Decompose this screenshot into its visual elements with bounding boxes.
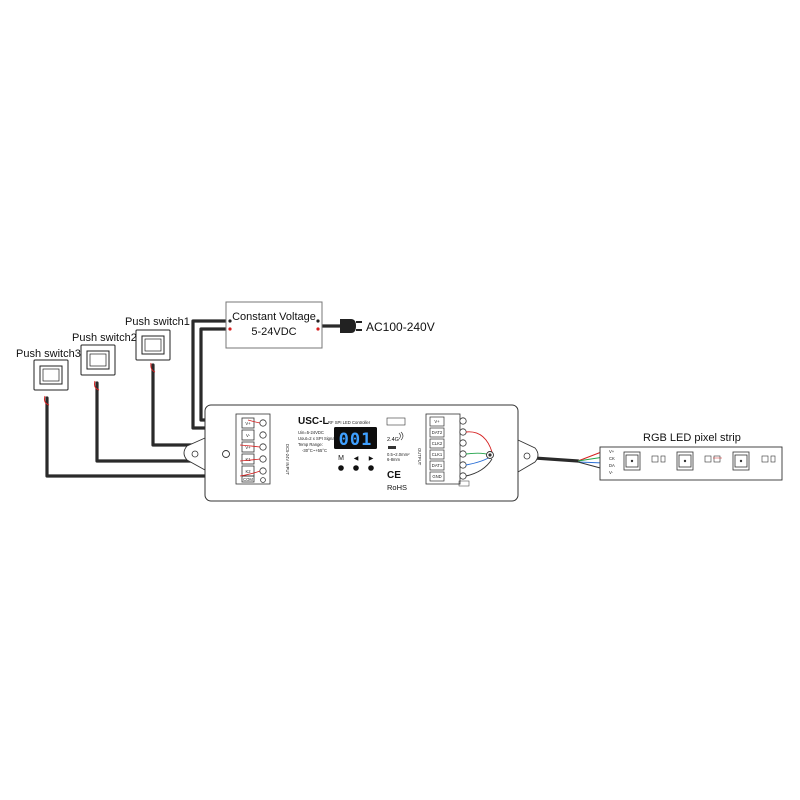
strip-pin-1: V+ bbox=[609, 449, 615, 454]
right-terminal-4: CLK1 bbox=[432, 452, 443, 457]
rf-label: 2.4G bbox=[387, 437, 399, 443]
switch3-wire bbox=[45, 396, 242, 478]
spec-line-2: Uout=2 x SPI Signal bbox=[298, 436, 336, 441]
right-terminal-3: CLK2 bbox=[432, 441, 443, 446]
push-switch-2: Push switch2 bbox=[72, 332, 137, 376]
wireless-icon bbox=[398, 431, 404, 441]
ce-mark: CE bbox=[387, 470, 401, 481]
push-switch-1: Push switch1 bbox=[125, 316, 190, 361]
left-terminal-6: COM bbox=[243, 477, 253, 482]
push-switch-2-label: Push switch2 bbox=[72, 332, 137, 344]
left-terminal-3: V+ bbox=[245, 445, 251, 450]
strip-pin-4: V- bbox=[609, 470, 614, 475]
push-switch-3-label: Push switch3 bbox=[16, 348, 81, 360]
spec-line-3: Temp Range: bbox=[298, 442, 323, 447]
left-terminal-5: K2 bbox=[245, 469, 251, 474]
led-strip: V+ CK DA V- bbox=[599, 446, 783, 481]
power-supply: Constant Voltage 5-24VDC bbox=[225, 301, 323, 349]
ac-label: AC100-240V bbox=[366, 320, 435, 334]
button-left-label: ◀ bbox=[354, 456, 359, 462]
push-switch-1-label: Push switch1 bbox=[125, 316, 190, 328]
push-switch-3: Push switch3 bbox=[16, 348, 81, 391]
right-terminal-6: GND bbox=[432, 474, 441, 479]
controller-subtitle: RF SPI LED Controller bbox=[328, 420, 371, 425]
led-display bbox=[334, 427, 377, 449]
display-digits: 001 bbox=[339, 430, 373, 450]
left-side-label: DC5-24V INPUT bbox=[285, 444, 290, 475]
power-supply-line1: Constant Voltage bbox=[232, 311, 316, 323]
right-terminal-1: V+ bbox=[434, 419, 440, 424]
power-supply-line2: 5-24VDC bbox=[251, 326, 296, 338]
strip-label: RGB LED pixel strip bbox=[643, 432, 741, 444]
right-terminal-2: DAT2 bbox=[432, 430, 443, 435]
wire-gauge-2: 6-8mm bbox=[387, 457, 401, 462]
left-terminal-1: V+ bbox=[245, 421, 251, 426]
strip-pin-2: CK bbox=[609, 456, 615, 461]
strip-pin-3: DA bbox=[609, 463, 615, 468]
spec-line-4: -30°C~+55°C bbox=[302, 448, 327, 453]
ac-plug-icon bbox=[340, 319, 362, 333]
button-m-label: M bbox=[338, 455, 344, 462]
right-terminal-5: DAT1 bbox=[432, 463, 443, 468]
button-m[interactable] bbox=[338, 465, 344, 471]
wire-gauge-1: 0.5~2.0mm² bbox=[387, 452, 410, 457]
rohs-mark: RoHS bbox=[387, 483, 407, 492]
spec-line-1: Uin=5-24VDC bbox=[298, 430, 324, 435]
left-terminal-4: K1 bbox=[245, 457, 251, 462]
brand-logo bbox=[386, 417, 406, 426]
controller: V+ V- V+ K1 K2 COM DC5-24V INPUT USC-L R… bbox=[183, 404, 539, 502]
left-terminal-2: V- bbox=[246, 433, 251, 438]
button-left[interactable] bbox=[353, 465, 359, 471]
button-right-label: ▶ bbox=[369, 456, 374, 462]
switch-wire-tips bbox=[44, 362, 156, 406]
controller-model: USC-L bbox=[298, 416, 329, 427]
button-right[interactable] bbox=[368, 465, 374, 471]
right-side-label: OUTPUT bbox=[417, 448, 422, 466]
